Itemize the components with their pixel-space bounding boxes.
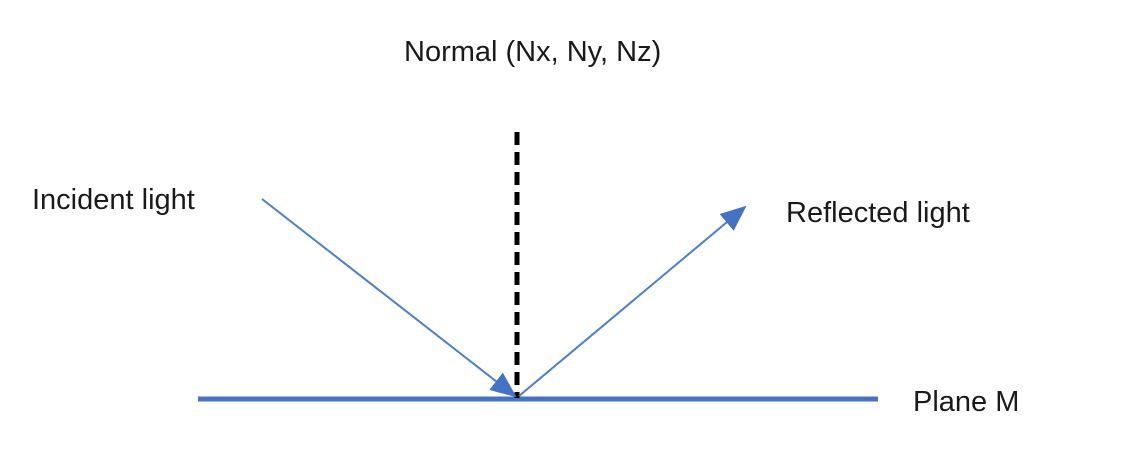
normal-label: Normal (Nx, Ny, Nz): [404, 36, 662, 68]
reflected-ray: [518, 205, 747, 397]
plane-m-label: Plane M: [913, 386, 1020, 418]
reflected-light-label: Reflected light: [786, 197, 970, 229]
incident-ray: [261, 198, 517, 398]
incident-light-label: Incident light: [32, 184, 195, 216]
